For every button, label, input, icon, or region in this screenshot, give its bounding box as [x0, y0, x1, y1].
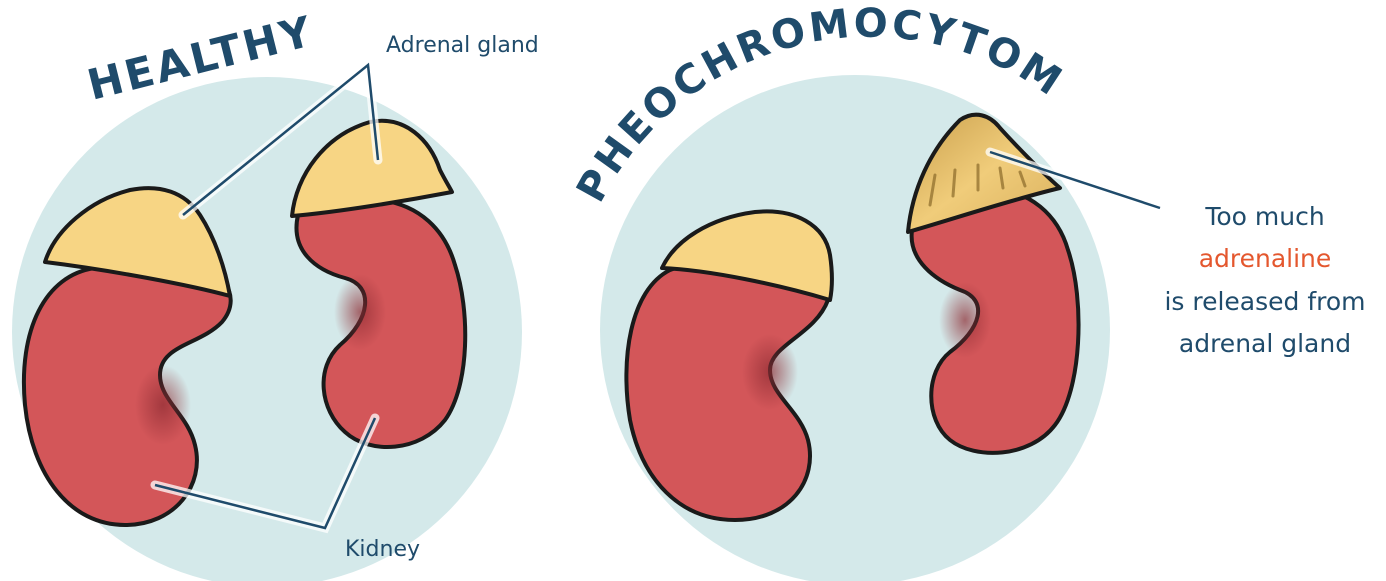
- adrenal-gland-label: Adrenal gland: [386, 33, 539, 58]
- adrenaline-note: Too much adrenaline is released from adr…: [1164, 202, 1365, 358]
- note-highlight-adrenaline: adrenaline: [1199, 244, 1332, 273]
- kidney-label: Kidney: [345, 537, 420, 562]
- note-line-4: adrenal gland: [1179, 329, 1351, 358]
- healthy-panel: HEALTHY Adrenal gland Kidney: [12, 6, 539, 581]
- note-line-3: is released from: [1164, 287, 1365, 316]
- note-line-1: Too much: [1204, 202, 1324, 231]
